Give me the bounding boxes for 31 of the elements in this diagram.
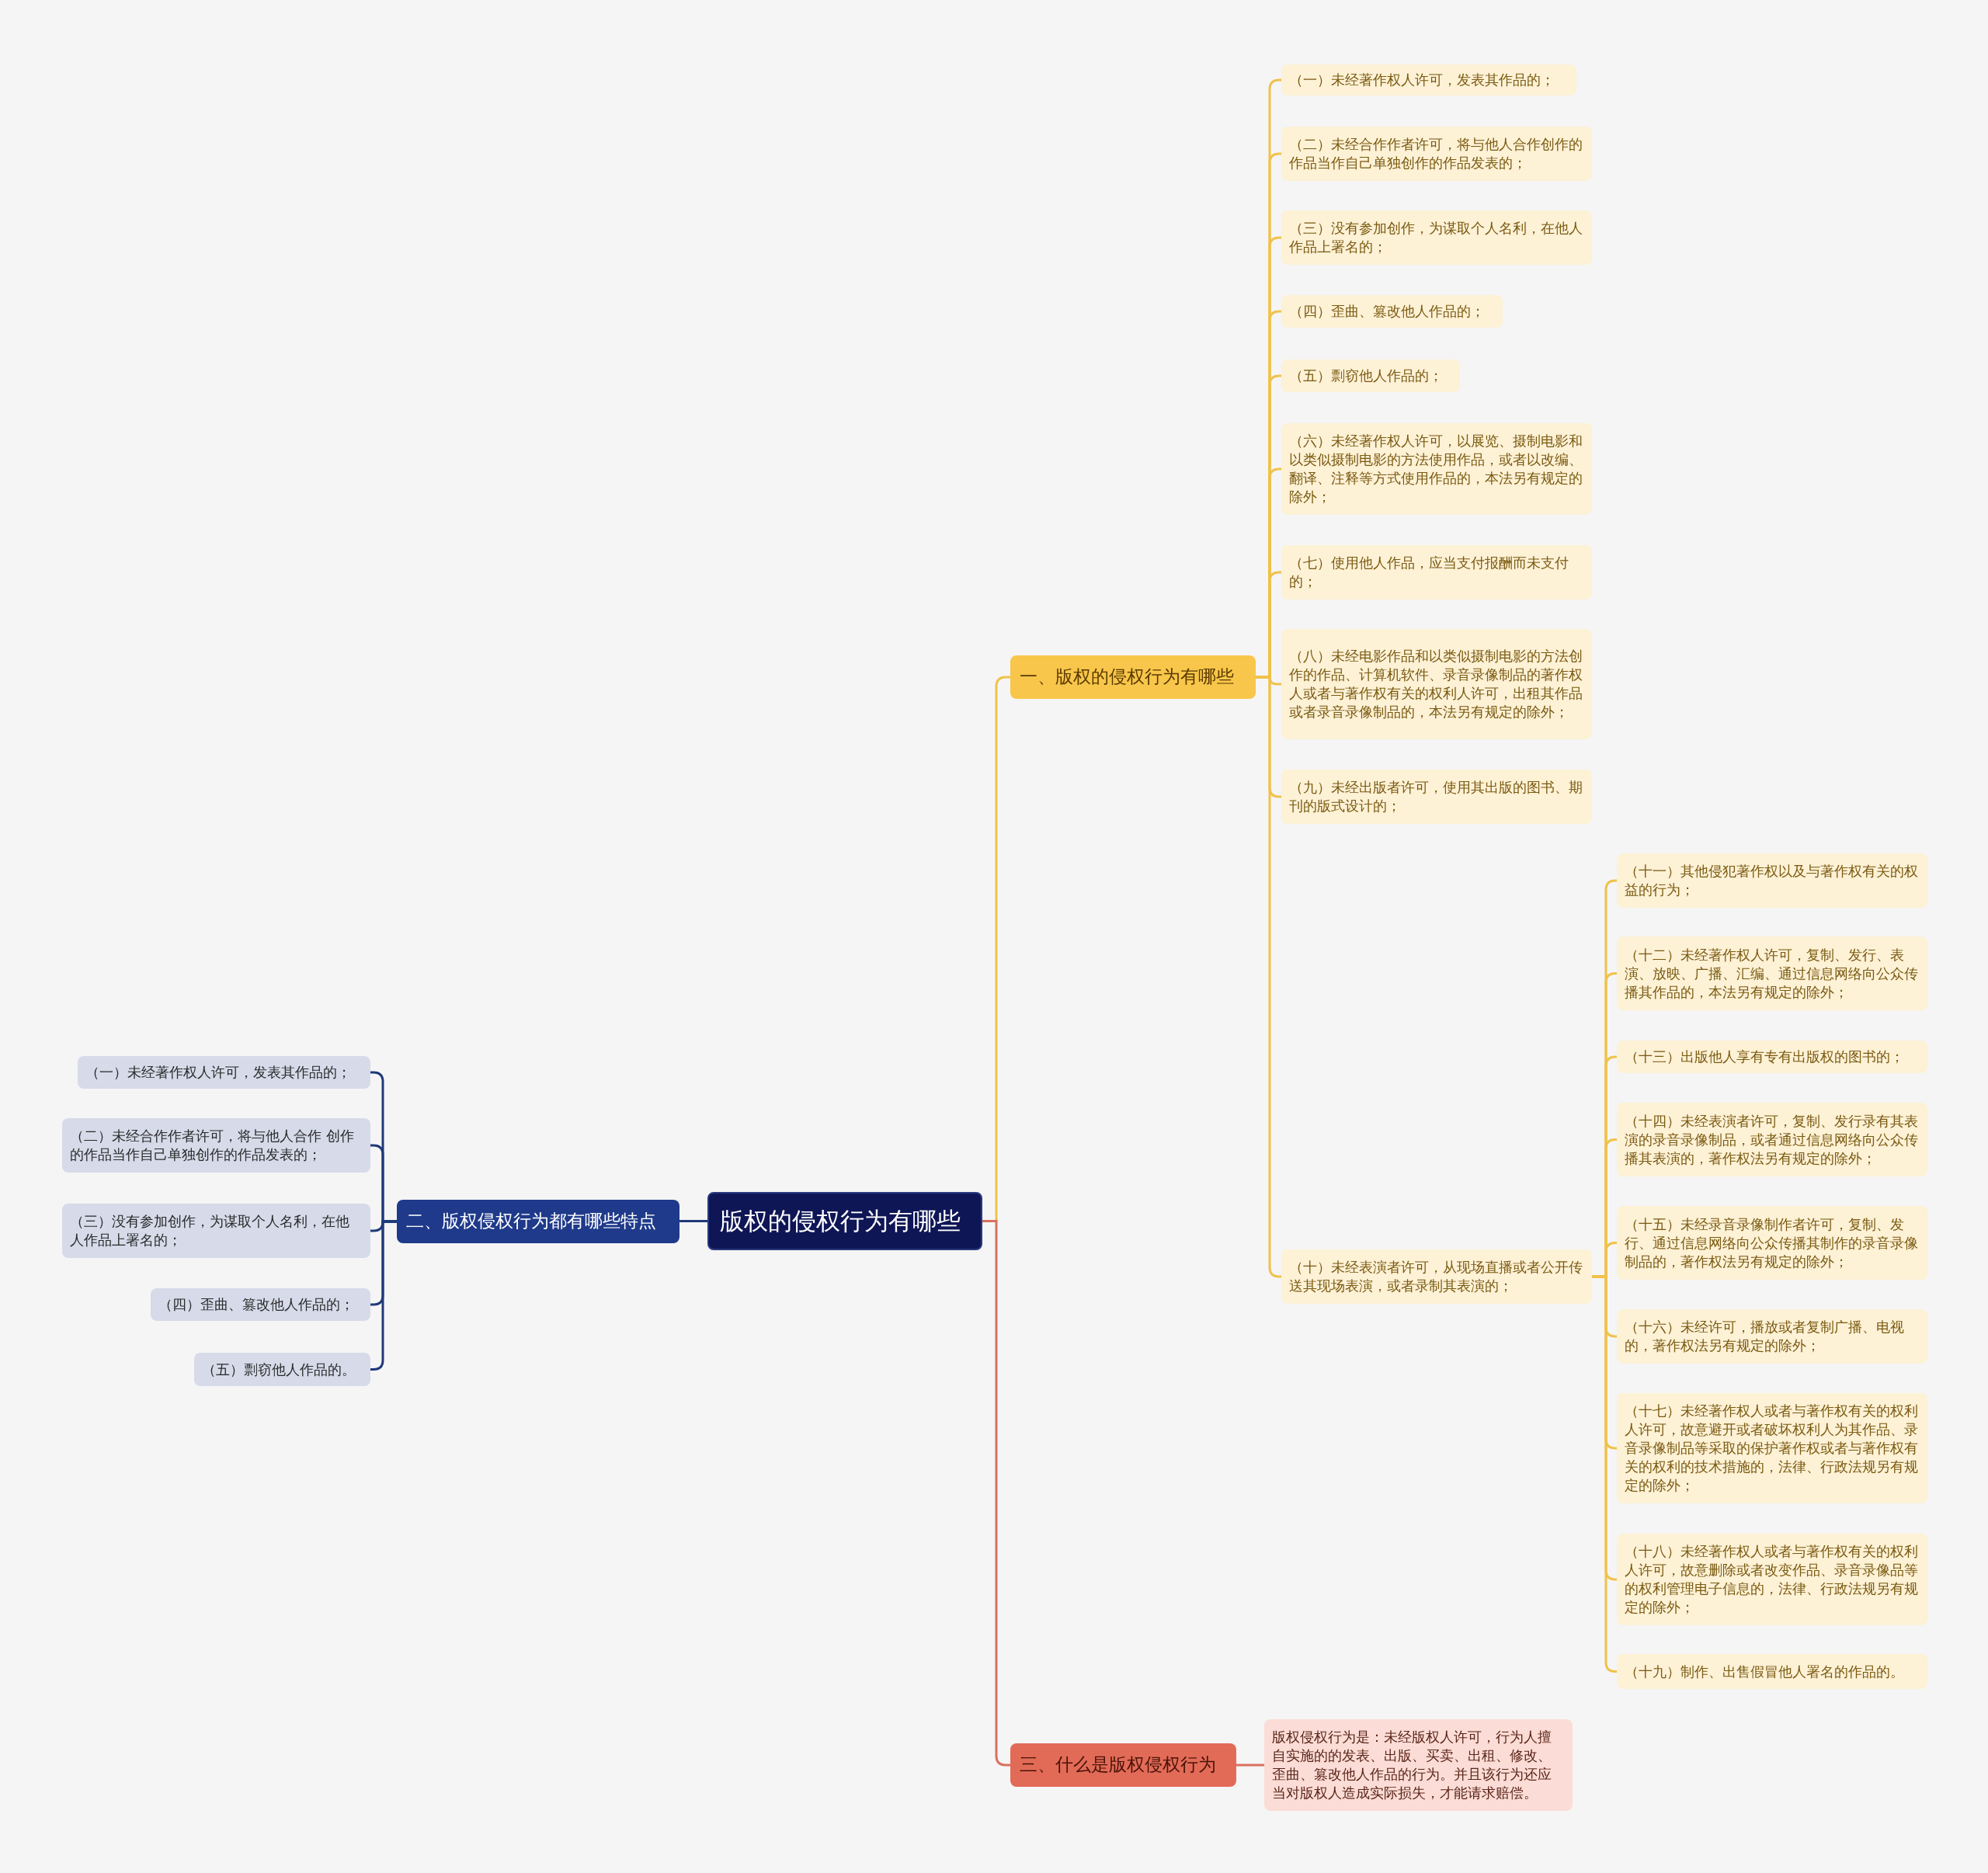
leaf-box: （二）未经合作作者许可，将与他人合作 创作的作品当作自己单独创作的作品发表的；: [62, 1118, 370, 1173]
leaf-box: （十三）出版他人享有专有出版权的图书的；: [1617, 1041, 1927, 1073]
root-topic-box: 版权的侵权行为有哪些: [707, 1192, 982, 1250]
branch-box: 三、什么是版权侵权行为: [1010, 1743, 1236, 1787]
leaf-box: （五）剽窃他人作品的；: [1281, 360, 1460, 392]
leaf-box: （四）歪曲、篡改他人作品的；: [151, 1288, 370, 1321]
leaf-box: （一）未经著作权人许可，发表其作品的；: [78, 1056, 370, 1089]
leaf-box: （一）未经著作权人许可，发表其作品的；: [1281, 64, 1576, 96]
connector-line: [679, 1220, 707, 1222]
leaf-box: （二）未经合作作者许可，将与他人合作创作的作品当作自己单独创作的作品发表的；: [1281, 127, 1592, 181]
branch-box: 一、版权的侵权行为有哪些: [1010, 655, 1256, 699]
leaf-box: （九）未经出版者许可，使用其出版的图书、期刊的版式设计的；: [1281, 770, 1592, 824]
leaf-box: （十二）未经著作权人许可，复制、发行、表演、放映、广播、汇编、通过信息网络向公众传播其作品的，本法另有规定的除外；: [1617, 936, 1927, 1010]
connector-line: [1236, 1764, 1264, 1767]
leaf-box: （六）未经著作权人许可，以展览、摄制电影和以类似摄制电影的方法使用作品，或者以改编、翻译、注释等方式使用作品的，本法另有规定的除外；: [1281, 423, 1592, 515]
leaf-box: （十一）其他侵犯著作权以及与著作权有关的权益的行为；: [1617, 853, 1927, 908]
leaf-box: （十九）制作、出售假冒他人署名的作品的。: [1617, 1654, 1927, 1689]
leaf-box: （十七）未经著作权人或者与著作权有关的权利人许可，故意避开或者破坏权利人为其作品、录音录像制品等采取的保护著作权或者与著作权有关的权利的技术措施的，法律、行政法规另有规定的除外；: [1617, 1393, 1927, 1503]
leaf-box: （三）没有参加创作，为谋取个人名利，在他人作品上署名的；: [1281, 210, 1592, 265]
leaf-box: （十）未经表演者许可，从现场直播或者公开传送其现场表演，或者录制其表演的；: [1281, 1249, 1592, 1304]
leaf-box: （十八）未经著作权人或者与著作权有关的权利人许可，故意删除或者改变作品、录音录像品等的权利管理电子信息的，法律、行政法规另有规定的除外；: [1617, 1534, 1927, 1625]
branch-box: 二、版权侵权行为都有哪些特点: [397, 1200, 679, 1243]
leaf-box: （十六）未经许可，播放或者复制广播、电视的，著作权法另有规定的除外；: [1617, 1309, 1927, 1364]
leaf-box: （七）使用他人作品，应当支付报酬而未支付的；: [1281, 545, 1592, 599]
leaf-box: （五）剽窃他人作品的。: [194, 1353, 370, 1386]
leaf-box: （三）没有参加创作，为谋取个人名利，在他人作品上署名的；: [62, 1204, 370, 1258]
leaf-box: （四）歪曲、篡改他人作品的；: [1281, 295, 1503, 328]
leaf-box: 版权侵权行为是：未经版权人许可，行为人擅自实施的的发表、出版、买卖、出租、修改、歪曲、篡改他人作品的行为。并且该行为还应当对版权人造成实际损失，才能请求赔偿。: [1264, 1719, 1573, 1811]
leaf-box: （十五）未经录音录像制作者许可，复制、发行、通过信息网络向公众传播其制作的录音录像制品的，著作权法另有规定的除外；: [1617, 1206, 1927, 1280]
leaf-box: （八）未经电影作品和以类似摄制电影的方法创作的作品、计算机软件、录音录像制品的著作权人或者与著作权有关的权利人许可，出租其作品或者录音录像制品的，本法另有规定的除外；: [1281, 629, 1592, 739]
leaf-box: （十四）未经表演者许可，复制、发行录有其表演的录音录像制品，或者通过信息网络向公众传播其表演的，著作权法另有规定的除外；: [1617, 1103, 1927, 1176]
